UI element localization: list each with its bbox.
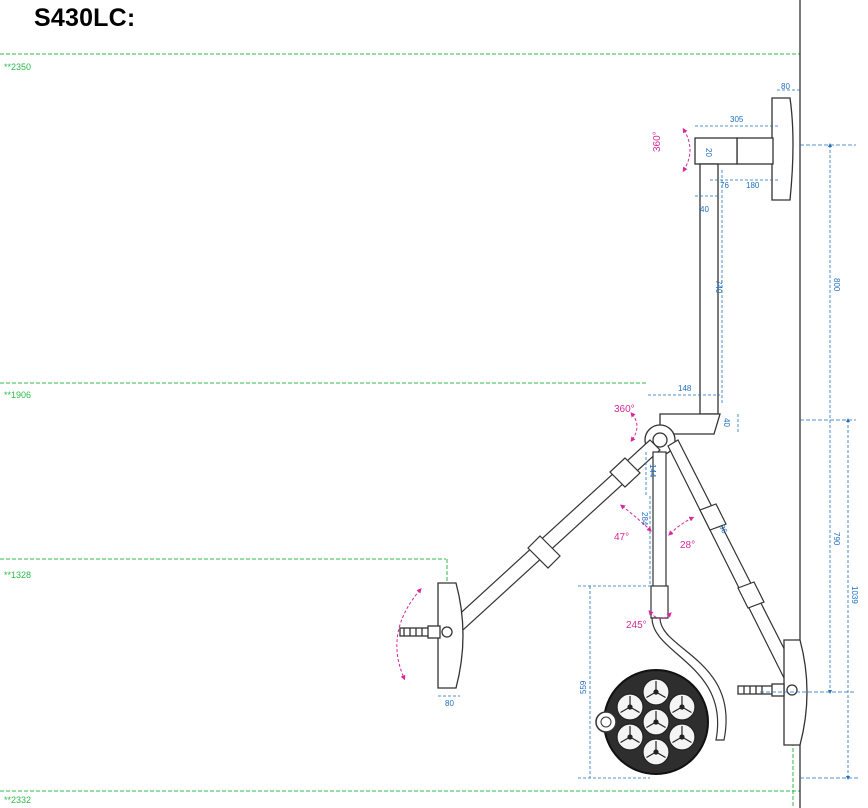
dim-pivot-size: 144	[648, 464, 657, 478]
dim-tube-offset: 76	[720, 181, 729, 190]
dim-tube-length: 740	[714, 280, 723, 294]
dim-elbow-height: 40	[722, 418, 731, 427]
dim-arm-top-length: 305	[730, 115, 744, 124]
dim-head-height: 559	[579, 680, 588, 694]
front-lamp-head	[595, 669, 709, 775]
dim-mount-depth: 180	[746, 181, 760, 190]
dimension-lines	[438, 89, 860, 780]
level-label-middle: **1328	[4, 570, 31, 580]
dim-tube-width: 40	[700, 205, 709, 214]
led-center	[627, 704, 633, 710]
dim-head-width: 80	[445, 699, 454, 708]
angle-pivot-rotation: 360°	[614, 404, 635, 415]
dim-total-drop: 1039	[850, 586, 859, 604]
dim-arm-width: 36	[717, 523, 729, 535]
left-lamp-head	[399, 582, 464, 689]
level-label-top: **2350	[4, 62, 31, 72]
dim-arm-reach: 790	[832, 532, 841, 546]
angle-right-swing: 28°	[680, 540, 695, 551]
dim-mount-width: 80	[781, 82, 790, 91]
level-label-bottom: **2332	[4, 795, 31, 805]
ceiling-mount	[694, 97, 794, 415]
led-center	[679, 734, 685, 740]
led-center	[653, 689, 659, 695]
level-lines	[0, 53, 800, 808]
led-cells	[616, 678, 696, 766]
led-center	[627, 734, 633, 740]
dim-elbow-length: 148	[678, 384, 692, 393]
page-title: S430LC:	[34, 4, 136, 32]
left-arm	[441, 439, 661, 641]
dim-arm-top-height: 20	[704, 148, 713, 157]
level-label-upper: **1906	[4, 390, 31, 400]
dim-arm-drop: 284	[640, 512, 649, 526]
led-center	[653, 749, 659, 755]
angle-head-tilt: 245°	[626, 620, 647, 631]
angle-top-rotation: 360°	[652, 131, 663, 152]
angle-left-swing: 47°	[614, 532, 629, 543]
led-center	[679, 704, 685, 710]
rotation-arcs	[396, 127, 695, 681]
dim-ceiling-drop: 800	[832, 278, 841, 292]
led-center	[653, 719, 659, 725]
right-lamp-head	[737, 639, 808, 746]
